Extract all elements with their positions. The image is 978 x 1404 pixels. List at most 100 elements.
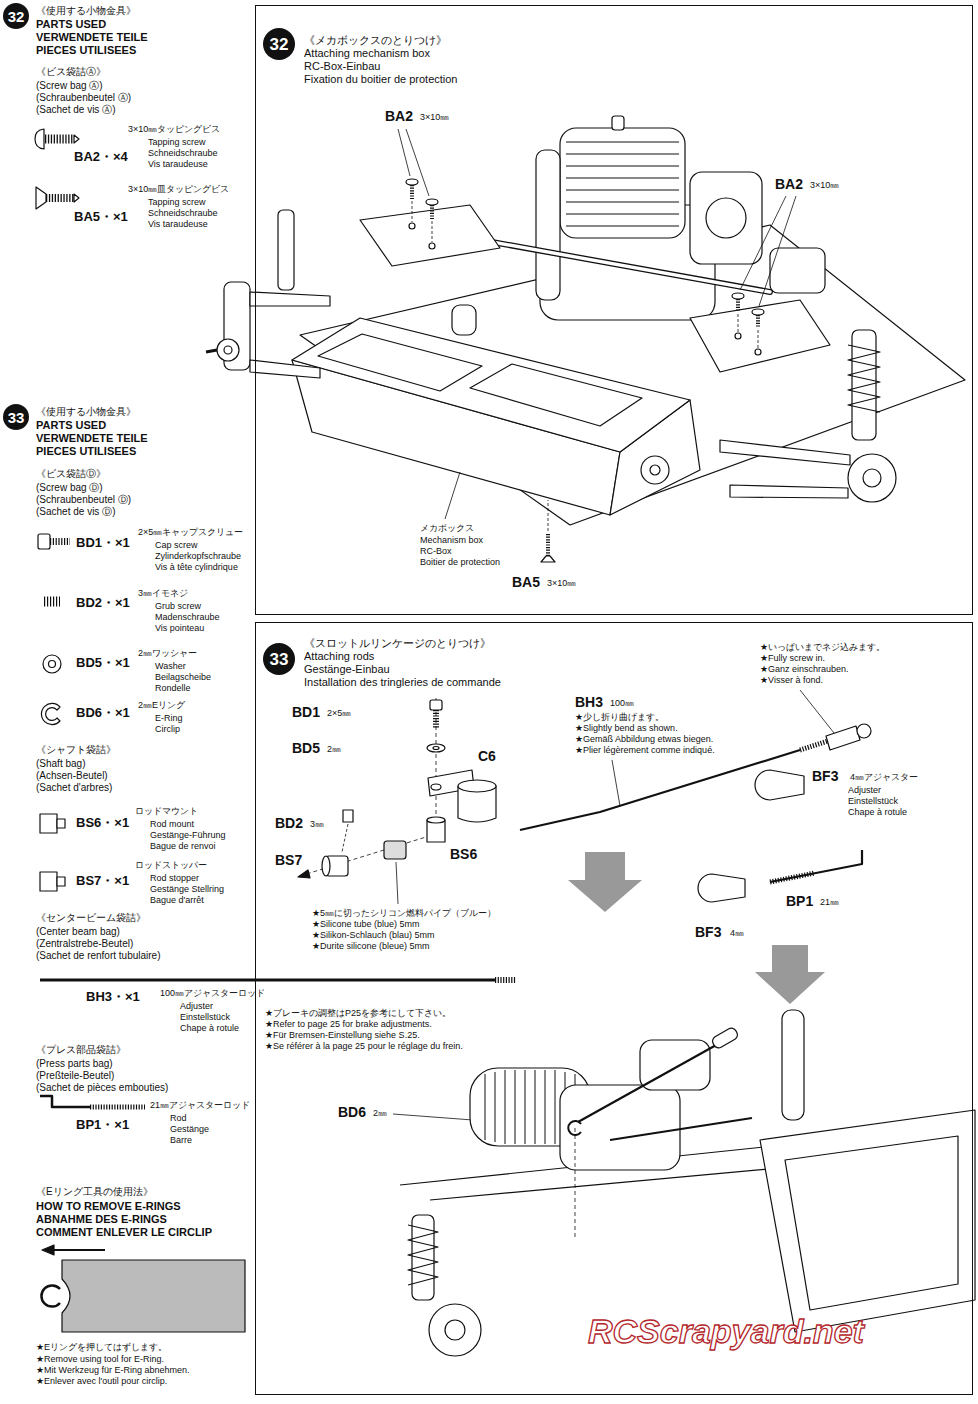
- hardware-icon: [49, 661, 56, 668]
- chassis-drawing: [690, 172, 762, 264]
- leader-line: [406, 129, 429, 196]
- note-text: Schneidschraube: [148, 208, 218, 218]
- screw-symbol: [758, 330, 759, 348]
- part-label: BA2: [775, 176, 803, 192]
- hardware-icon: [36, 187, 46, 209]
- part-label: BD5・×1: [76, 656, 130, 671]
- linkage-parts: [431, 784, 441, 790]
- note-text: Vis taraudeuse: [148, 159, 208, 169]
- chassis-drawing: [566, 202, 679, 203]
- hardware-icon: [90, 1105, 145, 1110]
- linkage-parts: [427, 744, 445, 752]
- note-text: 3㎜: [310, 819, 324, 829]
- note-text: 《プレス部品袋詰》: [36, 1044, 126, 1056]
- step-heading: 《スロットルリンケージのとりつけ》Attaching rodsGestänge-…: [304, 637, 501, 689]
- assembled-engine-drawing: [515, 1070, 516, 1144]
- note-text: ロッドストッパー: [135, 860, 207, 870]
- linkage-parts: [755, 945, 825, 1004]
- note-text: ★Für Bremsen-Einstellung siehe S.25.: [265, 1030, 420, 1040]
- linkage-parts: [427, 817, 445, 823]
- note-text: ★Visser à fond.: [760, 675, 823, 685]
- note-text: Adjuster: [180, 1001, 213, 1011]
- linkage-parts: [298, 698, 871, 1004]
- note-text: Schneidschraube: [148, 148, 218, 158]
- note-text: ★Ganz einschrauben.: [760, 664, 849, 674]
- note-text: Rod: [170, 1113, 187, 1123]
- note-text: (Screw bag Ⓐ): [36, 80, 103, 92]
- screw-symbol: [541, 556, 555, 562]
- hardware-icon: [35, 129, 516, 1107]
- note-text: (Sachet de renfort tubulaire): [36, 950, 161, 962]
- part-label: ABNAHME DES E-RINGS: [36, 1213, 167, 1226]
- heading-text: Attaching mechanism box: [304, 47, 457, 60]
- hardware-icon: [40, 872, 57, 891]
- assembled-engine-drawing: [545, 1070, 546, 1144]
- part-label: C6: [478, 748, 496, 764]
- note-text: ★Durite silicone (bleue) 5mm: [312, 941, 430, 951]
- hardware-icon: [57, 877, 65, 886]
- assembled-engine-drawing: [782, 1010, 804, 1120]
- part-label: BH3・×1: [86, 990, 140, 1005]
- leader-line: [759, 196, 796, 306]
- note-text: Gestänge-Führung: [150, 830, 226, 840]
- part-label: BH3: [575, 694, 603, 710]
- screw-symbol: [752, 309, 764, 315]
- note-text: (Zentralstrebe-Beutel): [36, 938, 133, 950]
- part-label: VERWENDETE TEILE: [36, 31, 148, 44]
- part-label: BA2・×4: [74, 150, 128, 165]
- note-text: ★Silicone tube (blue) 5mm: [312, 919, 420, 929]
- note-text: Gestänge: [170, 1124, 209, 1134]
- chassis-drawing: [848, 345, 880, 412]
- step-panel: 《メカボックスのとりつけ》Attaching mechanism boxRC-B…: [255, 5, 973, 615]
- part-label: BD2: [275, 815, 303, 831]
- part-label: COMMENT ENLEVER LE CIRCLIP: [36, 1226, 212, 1239]
- chassis-drawing: [690, 300, 830, 372]
- assembled-engine-drawing: [429, 1304, 481, 1356]
- step-number: 33: [8, 410, 25, 425]
- hardware-icon: [41, 703, 60, 724]
- note-text: ロッドマウント: [135, 806, 198, 816]
- e-ring-tool: [41, 1285, 60, 1306]
- chassis-drawing: [278, 210, 294, 290]
- linkage-parts: [384, 841, 406, 859]
- note-text: 《Eリング工具の使用法》: [36, 1186, 153, 1198]
- note-text: 3×10㎜: [547, 578, 576, 588]
- note-text: ★Fully screw in.: [760, 653, 825, 663]
- screw-symbol: [430, 205, 434, 219]
- note-text: ★Plier légèrement comme indiqué.: [575, 745, 715, 755]
- linkage-parts: [433, 747, 439, 750]
- linkage-parts: [300, 837, 426, 876]
- chassis-drawing: [612, 116, 624, 130]
- part-label: PARTS USED: [36, 18, 106, 31]
- note-text: ★Remove using tool for E-Ring.: [36, 1354, 164, 1364]
- chassis-drawing: [429, 243, 435, 249]
- chassis-drawing: [755, 349, 761, 355]
- note-text: 《ビス袋詰Ⓓ》: [36, 468, 106, 480]
- note-text: Vis taraudeuse: [148, 219, 208, 229]
- linkage-parts: [755, 770, 804, 800]
- note-text: 《使用する小物金具》: [36, 406, 136, 418]
- part-label: BP1・×1: [76, 1118, 129, 1133]
- screw-symbol: [410, 185, 414, 199]
- hardware-icon: [44, 597, 60, 607]
- heading-text: RC-Box-Einbau: [304, 60, 457, 73]
- note-text: Grub screw: [155, 601, 201, 611]
- linkage-parts: [433, 710, 439, 728]
- assembled-engine-drawing: [760, 1110, 975, 1332]
- illustration: [35, 116, 975, 1356]
- part-label: BD6: [338, 1104, 366, 1120]
- hardware-icon: [40, 1096, 90, 1107]
- chassis-drawing: [720, 440, 850, 465]
- note-text: Boitier de protection: [420, 557, 500, 567]
- leader-line: [612, 760, 620, 806]
- part-label: PIECES UTILISEES: [36, 44, 136, 57]
- step-number: 33: [270, 651, 289, 668]
- chassis-drawing: [730, 485, 848, 498]
- part-label: BD1・×1: [76, 536, 130, 551]
- note-text: (Center beam bag): [36, 926, 120, 938]
- note-text: Chape à rotule: [180, 1023, 239, 1033]
- linkage-parts: [298, 870, 310, 878]
- chassis-drawing: [735, 333, 741, 339]
- assembled-engine-drawing: [555, 1070, 556, 1144]
